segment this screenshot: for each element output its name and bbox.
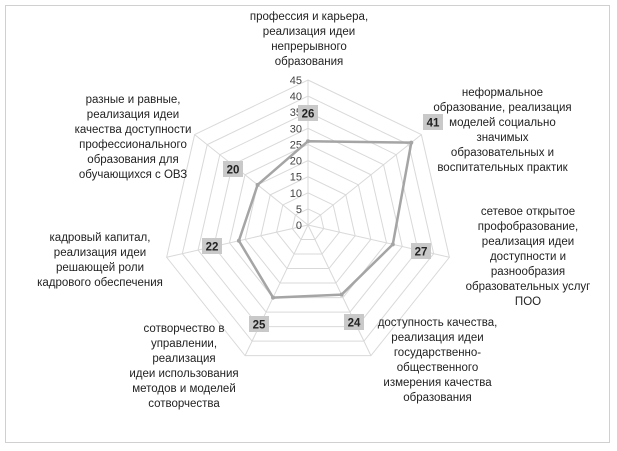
data-point-4 bbox=[339, 292, 344, 297]
category-label-line: идеи использования bbox=[129, 368, 239, 380]
category-label-line: управлении, реализация bbox=[150, 338, 218, 365]
grid-ring-45 bbox=[166, 79, 450, 357]
data-label-7: 20 bbox=[227, 165, 240, 177]
category-label-line: образование, реализация bbox=[433, 102, 572, 114]
data-point-5 bbox=[271, 295, 276, 300]
data-label-6: 22 bbox=[206, 242, 219, 254]
category-label-line: сотворчества bbox=[148, 398, 220, 410]
data-label-4: 24 bbox=[348, 318, 361, 330]
category-label-line: ПОО bbox=[514, 296, 542, 308]
category-label-line: методов и моделей bbox=[132, 383, 236, 395]
data-label-1: 26 bbox=[302, 109, 315, 121]
tick-label-15: 15 bbox=[290, 172, 302, 184]
category-label-line: разные и равные, bbox=[85, 94, 181, 106]
tick-label-30: 30 bbox=[290, 123, 302, 135]
category-label-line: профессионального bbox=[79, 139, 187, 151]
data-point-1 bbox=[306, 139, 310, 144]
category-label-line: сетевое открытое bbox=[480, 206, 576, 218]
category-label-line: образовательных услуг bbox=[465, 281, 591, 293]
data-point-3 bbox=[390, 242, 395, 247]
category-label-line: непрерывного bbox=[271, 41, 347, 53]
tick-label-5: 5 bbox=[296, 204, 302, 216]
category-label-2: неформальное образование, реализация модел… bbox=[420, 86, 585, 176]
series-line bbox=[237, 139, 413, 299]
tick-label-10: 10 bbox=[290, 188, 302, 200]
data-label-box-1 bbox=[298, 105, 318, 121]
category-label-5: сотворчество в управлении, реализация идеи… bbox=[118, 322, 250, 412]
category-label-line: профобразование, bbox=[477, 221, 579, 233]
category-label-line: реализация идеи bbox=[262, 26, 356, 38]
data-label-box-2 bbox=[423, 114, 443, 130]
category-label-line: доступность качества, bbox=[377, 317, 498, 329]
grid-ring-30 bbox=[213, 127, 403, 313]
data-label-3: 27 bbox=[415, 247, 428, 259]
category-label-line: сотворчество в bbox=[143, 323, 225, 335]
grid-ring-25 bbox=[228, 143, 388, 299]
grid-ring-5 bbox=[291, 208, 325, 241]
category-label-1: профессия и карьера, реализация идеи непре… bbox=[224, 10, 394, 70]
category-label-3: сетевое открытое профобразование, реализац… bbox=[452, 205, 604, 310]
spoke-5 bbox=[244, 224, 309, 356]
data-label-box-7 bbox=[223, 161, 243, 177]
category-label-line: разнообразия bbox=[490, 266, 566, 278]
category-label-line: профессия и карьера, bbox=[249, 11, 369, 23]
grid-ring-35 bbox=[197, 111, 419, 328]
category-label-line: реализация идеи bbox=[53, 247, 147, 259]
category-label-line: кадровый капитал, bbox=[49, 232, 151, 244]
data-label-box-3 bbox=[411, 243, 431, 259]
category-label-line: неформальное bbox=[461, 87, 544, 99]
grid-ring-10 bbox=[276, 192, 340, 255]
category-label-line: обучающихся с ОВЗ bbox=[78, 169, 188, 181]
grid-ring-40 bbox=[181, 95, 435, 342]
category-label-line: доступности и bbox=[489, 251, 567, 263]
grid-ring-15 bbox=[260, 176, 356, 270]
spoke-4 bbox=[307, 224, 372, 356]
category-label-line: реализация идеи bbox=[86, 109, 180, 121]
tick-label-45: 45 bbox=[290, 75, 302, 87]
category-label-line: качества доступности bbox=[74, 124, 192, 136]
category-label-line: реализация идеи bbox=[481, 236, 575, 248]
category-label-line: решающей роли bbox=[55, 262, 145, 274]
tick-label-20: 20 bbox=[290, 156, 302, 168]
category-label-line: образования bbox=[403, 392, 472, 404]
category-label-7: разные и равные, реализация идеи качества … bbox=[58, 93, 208, 183]
data-label-box-4 bbox=[344, 314, 364, 330]
category-label-line: государственно- bbox=[393, 347, 482, 359]
spoke-7 bbox=[194, 134, 309, 226]
category-label-4: доступность качества, реализация идеи госу… bbox=[360, 316, 515, 406]
data-label-box-6 bbox=[202, 238, 222, 254]
category-label-line: моделей социально bbox=[449, 117, 556, 129]
category-label-line: образовательных и bbox=[450, 147, 555, 159]
tick-label-40: 40 bbox=[290, 91, 302, 103]
category-label-line: реализация идеи bbox=[391, 332, 484, 344]
category-label-6: кадровый капитал, реализация идеи решающей… bbox=[20, 231, 180, 291]
data-label-5: 25 bbox=[253, 320, 266, 332]
category-label-line: значимых bbox=[476, 132, 529, 144]
category-label-line: общественного bbox=[396, 362, 479, 374]
data-point-2 bbox=[409, 140, 414, 145]
data-point-6 bbox=[236, 238, 241, 243]
category-label-line: измерения качества bbox=[383, 377, 492, 389]
data-point-7 bbox=[255, 182, 260, 187]
data-label-2: 41 bbox=[427, 118, 440, 130]
category-label-line: воспитательных практик bbox=[437, 162, 568, 174]
tick-label-0: 0 bbox=[296, 220, 302, 232]
spoke-2 bbox=[307, 134, 422, 226]
category-label-line: образования bbox=[274, 56, 344, 68]
data-label-box-5 bbox=[249, 316, 269, 332]
category-label-line: образования для bbox=[87, 154, 179, 166]
category-label-line: кадрового обеспечения bbox=[37, 277, 163, 289]
